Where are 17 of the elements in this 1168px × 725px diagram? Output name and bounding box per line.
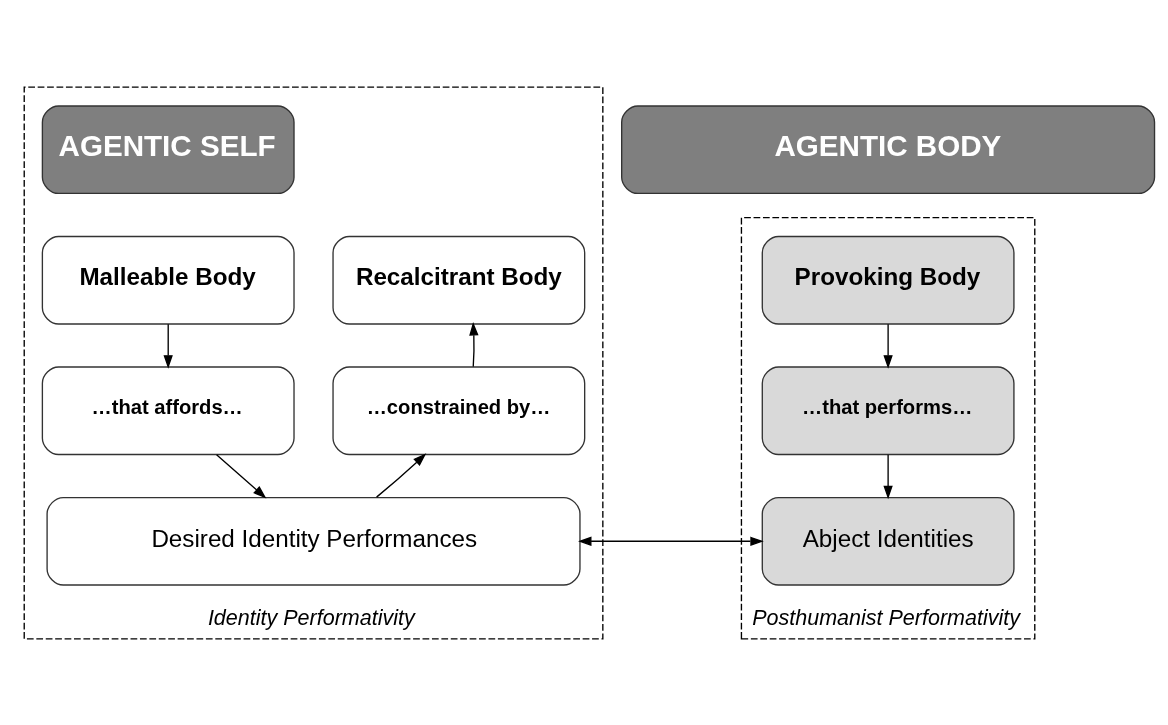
node-box: Recalcitrant Body	[332, 235, 586, 325]
node-box: …that affords…	[41, 365, 295, 455]
node-box: AGENTIC SELF	[41, 104, 295, 194]
node-box: Desired Identity Performances	[46, 496, 581, 586]
node-box: Malleable Body	[41, 235, 295, 325]
node-box: …constrained by…	[332, 365, 586, 455]
arrow	[578, 536, 764, 546]
arrow	[469, 321, 479, 367]
node-box: Provoking Body	[761, 235, 1015, 325]
node-box: Abject Identities	[761, 496, 1015, 586]
arrow	[215, 453, 267, 498]
arrow	[883, 453, 893, 499]
arrow	[163, 322, 173, 369]
arrow	[375, 452, 427, 498]
arrow	[883, 322, 893, 369]
node-box: …that performs…	[761, 365, 1015, 455]
node-box: AGENTIC BODY	[621, 104, 1156, 194]
